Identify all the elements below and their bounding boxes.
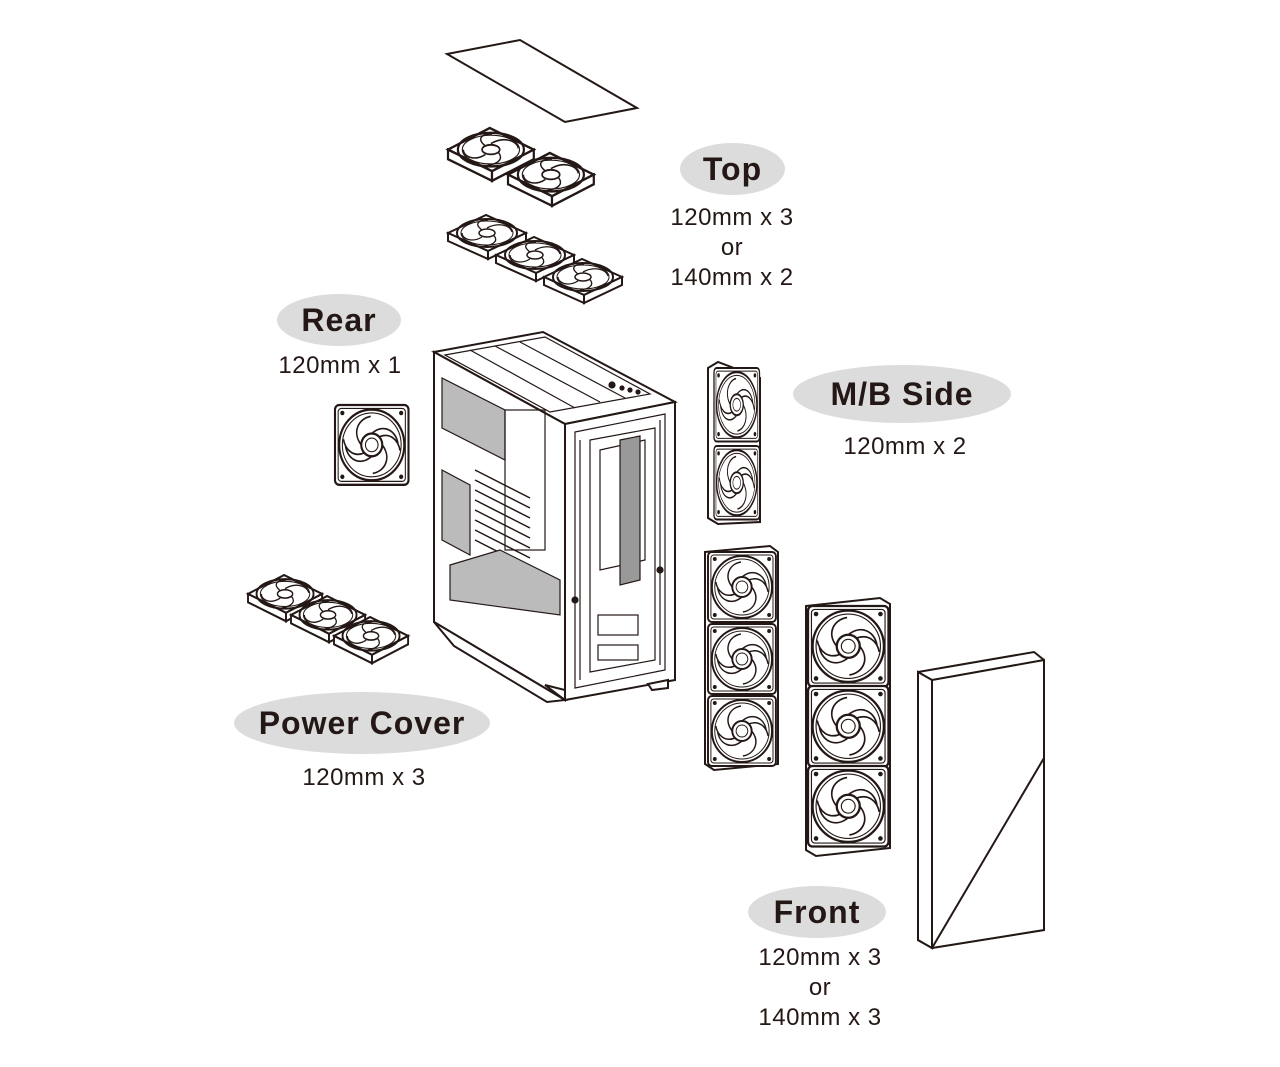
- front-label: Front: [748, 886, 886, 938]
- front-spec: 120mm x 3 or 140mm x 3: [730, 943, 910, 1033]
- front-spec-line-2: or: [808, 974, 832, 1001]
- front-140mm-fan-array: [805, 596, 891, 858]
- mb-side-spec-line-1: 120mm x 2: [843, 433, 967, 460]
- power-cover-fan-array: [246, 573, 410, 665]
- power-cover-spec: 120mm x 3: [274, 763, 454, 793]
- top-dust-filter-panel: [444, 38, 640, 124]
- mb-side-label: M/B Side: [793, 365, 1011, 423]
- top-120mm-fan-array: [447, 214, 623, 304]
- front-spec-line-1: 120mm x 3: [758, 944, 882, 971]
- top-spec-line-1: 120mm x 3: [670, 204, 794, 231]
- rear-spec: 120mm x 1: [255, 351, 425, 381]
- case-details: [441, 336, 666, 689]
- power-cover-label: Power Cover: [234, 692, 490, 754]
- power-cover-spec-line-1: 120mm x 3: [302, 764, 426, 791]
- mb-side-spec: 120mm x 2: [815, 432, 995, 462]
- rear-spec-line-1: 120mm x 1: [278, 352, 402, 379]
- top-spec: 120mm x 3 or 140mm x 2: [642, 203, 822, 293]
- rear-fan: [333, 403, 410, 486]
- top-spec-line-2: or: [720, 234, 744, 261]
- front-120mm-fan-array: [704, 544, 779, 772]
- top-label: Top: [680, 143, 785, 195]
- front-spec-line-3: 140mm x 3: [758, 1004, 882, 1031]
- top-140mm-fan-array: [446, 126, 595, 208]
- mb-side-fan-array: [707, 360, 761, 526]
- front-panel: [917, 650, 1045, 950]
- rear-label: Rear: [277, 294, 401, 346]
- top-spec-line-3: 140mm x 2: [670, 264, 794, 291]
